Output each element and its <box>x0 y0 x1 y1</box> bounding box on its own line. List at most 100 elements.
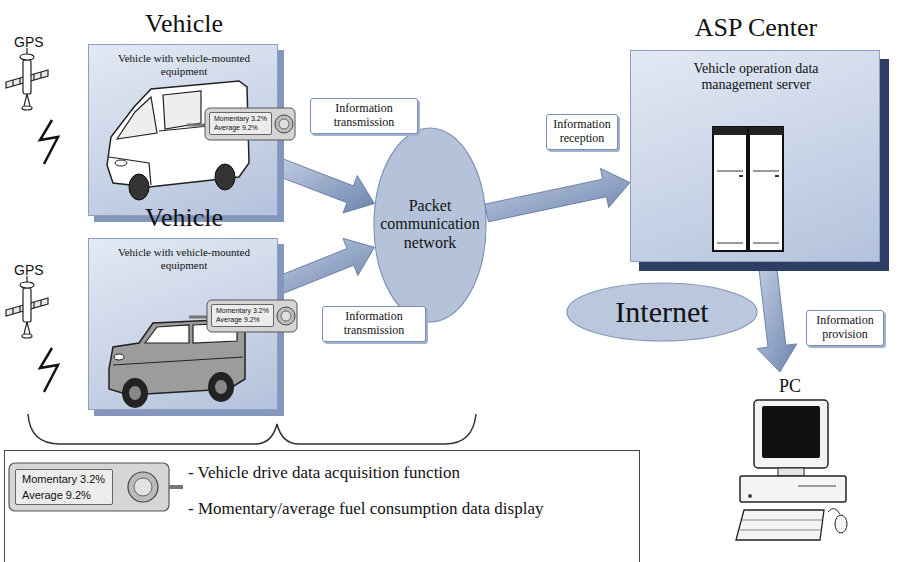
jeep-illustration <box>122 378 148 408</box>
pc-illustration <box>798 486 836 487</box>
gps-satellite <box>22 106 32 110</box>
pc-illustration <box>728 372 852 548</box>
panel-caption: Vehicle with vehicle-mounted equipment <box>114 52 254 77</box>
edge-label-box: Information reception <box>546 114 618 150</box>
pc-illustration <box>740 530 821 531</box>
gps-satellite <box>20 282 34 288</box>
van-illustration <box>187 124 205 127</box>
van-illustration <box>117 97 157 139</box>
display-reading: Momentary 3.2% <box>22 473 105 486</box>
server-illustration <box>749 127 783 135</box>
pc-illustration <box>740 476 846 502</box>
pc-name: PC <box>728 376 852 397</box>
jeep-illustration <box>281 311 291 321</box>
function-note: - Vehicle drive data acquisition functio… <box>188 463 628 483</box>
server-illustration <box>753 171 779 172</box>
edge-label: Information transmission <box>313 102 415 130</box>
internet-name: Internet <box>566 295 758 330</box>
display-reading: Average 9.2% <box>214 124 258 132</box>
gps-satellite <box>24 94 27 106</box>
jeep-illustration <box>129 386 141 400</box>
pc-illustration <box>748 494 752 498</box>
gps-satellite <box>40 72 41 78</box>
pc-computer: PC <box>728 372 852 548</box>
jeep-illustration <box>208 372 234 402</box>
block-arrow <box>757 261 797 372</box>
display-unit-illustration <box>134 478 152 496</box>
server-illustration <box>749 127 783 251</box>
van-illustration <box>129 174 149 200</box>
display-reading: Average 9.2% <box>216 316 260 324</box>
callout-brace <box>28 414 476 444</box>
gps-satellite <box>12 80 13 86</box>
edge-label-box: Information provision <box>806 310 884 346</box>
gps-label-holder: GPS <box>14 34 44 50</box>
panel-caption: Vehicle with vehicle-mounted equipment <box>114 246 254 271</box>
gps-satellite <box>27 322 30 334</box>
server-illustration <box>713 127 747 135</box>
server-illustration <box>713 127 747 251</box>
jeep-illustration <box>113 357 243 365</box>
panel-heading: ASP Center <box>631 13 881 43</box>
block-arrow <box>485 168 630 221</box>
jeep-illustration <box>207 300 297 332</box>
van-illustration <box>279 119 289 129</box>
gps-satellite <box>33 302 34 308</box>
edge-label: Information reception <box>549 118 615 146</box>
edge-label-box: Information transmission <box>310 98 418 134</box>
pc-illustration <box>778 468 804 476</box>
ellipse-outline <box>567 283 757 341</box>
van-illustration <box>205 108 295 140</box>
display-unit-illustration <box>128 472 158 502</box>
jeep-illustration <box>145 325 189 343</box>
van-illustration <box>115 160 127 166</box>
gps-satellite <box>12 308 13 314</box>
gps-satellite <box>19 306 20 312</box>
gps-satellite <box>33 74 34 80</box>
panel-heading: Vehicle <box>89 9 279 39</box>
jeep-illustration <box>215 380 227 394</box>
network-ellipse: Packet communication network <box>373 127 487 323</box>
network-name: Packet communication network <box>380 197 480 252</box>
radio-bolt <box>40 120 58 164</box>
van-illustration <box>275 115 293 133</box>
vehicle-panel: Momentary 3.2%Average 9.2%VehicleVehicle… <box>88 238 278 410</box>
callout-box: Momentary 3.2% Average 9.2% - Vehicle driv… <box>4 450 640 562</box>
gps-satellite <box>20 54 34 60</box>
gps-label: GPS <box>14 262 44 278</box>
display-unit-illustration <box>169 485 183 489</box>
pc-illustration <box>835 515 847 533</box>
pc-illustration <box>742 520 822 521</box>
jeep-illustration <box>277 307 295 325</box>
van-illustration <box>163 91 201 129</box>
display-reading: Momentary 3.2% <box>216 307 269 315</box>
gps-satellite <box>6 48 48 110</box>
server-illustration <box>717 171 743 172</box>
radio-bolt <box>40 348 58 392</box>
panel-heading: Vehicle <box>89 203 279 233</box>
fuel-display: Momentary 3.2% Average 9.2% <box>15 469 113 505</box>
pc-illustration <box>762 406 820 458</box>
panel-caption: Vehicle operation data management server <box>671 61 841 93</box>
function-note: - Momentary/average fuel consumption dat… <box>188 499 628 519</box>
gps-satellite <box>23 60 31 94</box>
fuel-display: Momentary 3.2%Average 9.2% <box>209 112 272 135</box>
fuel-display: Momentary 3.2%Average 9.2% <box>211 304 274 327</box>
edge-label: Information provision <box>809 314 881 342</box>
server-illustration <box>717 243 743 244</box>
server-illustration <box>753 243 779 244</box>
pc-illustration <box>828 508 840 514</box>
server-illustration <box>739 175 743 177</box>
gps-satellite <box>22 334 32 338</box>
edge-label: Information transmission <box>325 310 423 338</box>
display-reading: Average 9.2% <box>22 489 91 502</box>
gps-satellite <box>40 300 41 306</box>
gps-satellite <box>24 322 27 334</box>
gps-satellite <box>27 94 30 106</box>
pc-illustration <box>736 510 824 540</box>
jeep-illustration <box>189 316 207 319</box>
jeep-illustration <box>114 354 124 360</box>
server-illustration <box>775 175 779 177</box>
block-arrow <box>275 158 375 213</box>
